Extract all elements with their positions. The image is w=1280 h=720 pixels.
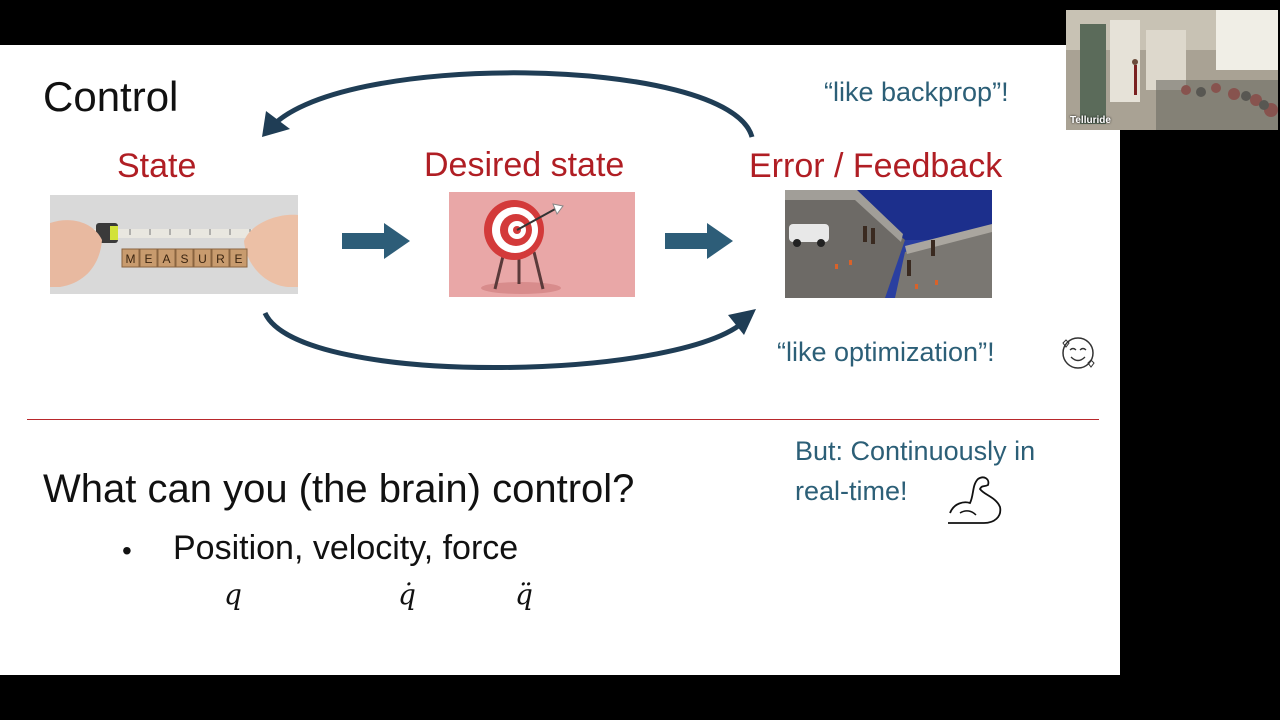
top-return-arrowhead bbox=[262, 111, 290, 137]
measure-tile-letter: M bbox=[126, 252, 136, 266]
measure-tile bbox=[121, 248, 140, 268]
measure-tile bbox=[157, 248, 176, 268]
measure-tile-letter: E bbox=[144, 252, 152, 266]
note-continuous: But: Continuously in real-time! bbox=[795, 431, 1035, 511]
measure-tile-letter: A bbox=[162, 252, 170, 266]
slide-title: Control bbox=[43, 73, 179, 120]
flexed-biceps-icon bbox=[948, 476, 1002, 524]
measure-tile bbox=[175, 248, 194, 268]
webcam-scene bbox=[1066, 10, 1278, 130]
symbol-velocity: q̇ bbox=[398, 578, 416, 611]
label-desired-state: Desired state bbox=[424, 146, 625, 184]
bottom-forward-arrowhead bbox=[728, 309, 756, 335]
label-state: State bbox=[117, 147, 197, 185]
measure-tile bbox=[229, 248, 248, 268]
note-continuous-line1: But: Continuously in bbox=[795, 436, 1036, 466]
note-optimization: “like optimization”! bbox=[777, 337, 995, 367]
smiling-face-with-hearts-icon bbox=[1062, 337, 1095, 369]
section-divider bbox=[27, 419, 1099, 420]
flow-arrows bbox=[262, 70, 756, 370]
bullet-text: Position, velocity, force bbox=[173, 529, 519, 567]
measure-tile-letter: E bbox=[234, 252, 242, 266]
webcam-participant-name: Telluride bbox=[1070, 115, 1111, 126]
target-dartboard-image bbox=[449, 192, 635, 297]
broken-bridge-image bbox=[785, 190, 992, 298]
bullet-point: • bbox=[122, 535, 132, 566]
label-error-feedback: Error / Feedback bbox=[749, 147, 1003, 185]
note-continuous-line2: real-time! bbox=[795, 476, 908, 506]
webcam-video-feed: Telluride bbox=[1066, 10, 1278, 130]
symbol-position: q bbox=[224, 578, 242, 611]
arrow-state-to-desired bbox=[342, 223, 410, 259]
measure-tile-letter: R bbox=[216, 252, 225, 266]
note-backprop: “like backprop”! bbox=[824, 77, 1009, 107]
bottom-forward-arc bbox=[262, 311, 750, 370]
measure-tile bbox=[211, 248, 230, 268]
slide: Control “like backprop”! State Desired s… bbox=[0, 45, 1120, 675]
symbol-force: q̈ bbox=[515, 578, 533, 611]
measure-tile-letter: U bbox=[198, 252, 207, 266]
question-heading: What can you (the brain) control? bbox=[43, 467, 635, 511]
measure-tile bbox=[139, 248, 158, 268]
arrow-desired-to-error bbox=[665, 223, 733, 259]
top-return-arc bbox=[266, 70, 755, 138]
measure-tile bbox=[193, 248, 212, 268]
measure-tile-letter: S bbox=[180, 252, 188, 266]
